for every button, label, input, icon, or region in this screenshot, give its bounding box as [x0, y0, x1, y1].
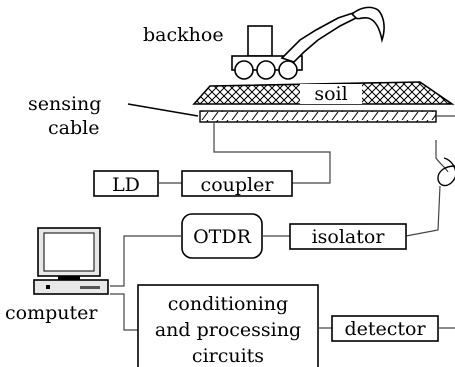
computer-label: computer [5, 302, 98, 324]
fiber-to-loop [435, 140, 449, 173]
coupler-box [181, 170, 293, 197]
computer-screen [43, 232, 95, 272]
computer-drive [46, 285, 50, 289]
conditioning-label-line3: circuits [192, 345, 264, 367]
link-computer-otdr [110, 235, 182, 287]
otdr-label: OTDR [193, 226, 251, 248]
soil-label-background [300, 84, 362, 104]
detector-box [331, 315, 439, 342]
coupler-label: coupler [201, 174, 275, 196]
backhoe-boom [280, 11, 362, 63]
detector-label: detector [344, 318, 426, 340]
isolator-label: isolator [312, 226, 386, 248]
backhoe-wheel [234, 60, 254, 80]
soil-label: soil [314, 83, 347, 105]
fiber-loop-to-isolator [405, 185, 441, 237]
link-computer-conditioning [110, 293, 138, 331]
conditioning-label-line2: and processing [155, 319, 301, 341]
backhoe-label: backhoe [143, 24, 224, 46]
computer-case [33, 279, 109, 295]
fiber-loop [437, 157, 455, 187]
conditioning-label-line1: conditioning [168, 293, 288, 315]
sensing-cable-pointer [127, 103, 199, 117]
sensing-cable [199, 110, 437, 123]
computer-illustration [33, 227, 109, 295]
computer-stand [58, 276, 80, 280]
computer-slot [80, 286, 100, 289]
ld-label: LD [112, 174, 140, 196]
backhoe-wheel [256, 60, 276, 80]
backhoe-wheel [278, 60, 298, 80]
backhoe-illustration [231, 6, 385, 80]
sensing-cable-label-line2: cable [48, 117, 99, 139]
conditioning-box [137, 284, 319, 367]
backhoe-cab [247, 25, 273, 57]
sensing-cable-label-line1: sensing [28, 93, 101, 115]
fiber-cable-to-coupler [213, 122, 331, 184]
isolator-box [289, 223, 407, 250]
backhoe-bucket [350, 6, 385, 44]
